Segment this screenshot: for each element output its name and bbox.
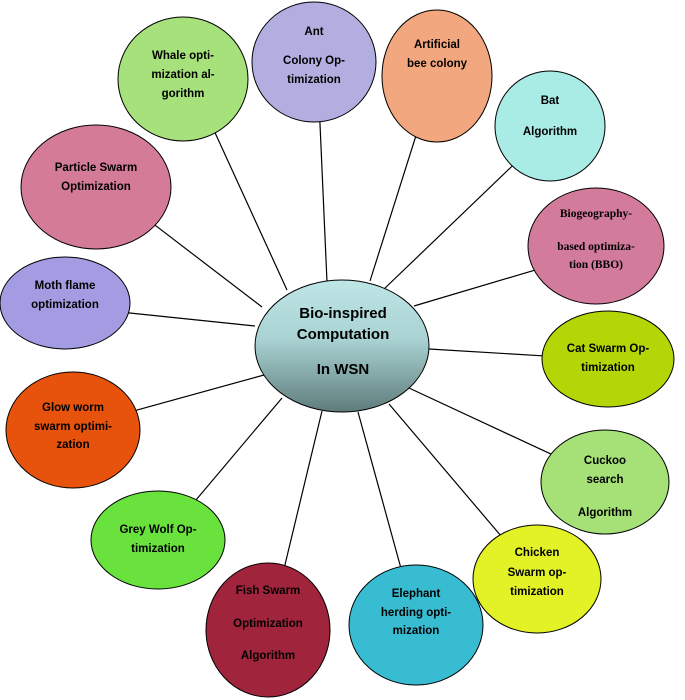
node-label-biogeography-2: based optimiza- (557, 241, 635, 253)
center-line-1: Bio-inspired (299, 305, 387, 322)
node-ellipse-cuckoo-search (540, 429, 670, 535)
center-node: Bio-inspired Computation In WSN (254, 279, 430, 413)
node-label-elephant-herding-1: Elephant (392, 588, 441, 600)
connector-cuckoo-search (408, 387, 552, 455)
center-line-3: In WSN (317, 361, 370, 378)
node-cat-swarm: Cat Swarm Op-timization (541, 310, 675, 408)
node-label-biogeography-1: Biogeography- (560, 208, 632, 220)
connector-glow-worm (135, 374, 265, 411)
node-label-cat-swarm-2: timization (581, 362, 635, 374)
node-glow-worm: Glow worm swarm optimi-zation (5, 371, 141, 489)
center-line-2: Computation (297, 326, 389, 343)
connector-moth-flame (128, 312, 256, 327)
connector-fish-swarm (284, 410, 323, 566)
connector-bat-algorithm (382, 165, 513, 291)
connector-chicken-swarm (388, 403, 501, 536)
node-ellipse-cat-swarm (541, 310, 675, 408)
node-artificial-bee-colony: Artificial bee colony (381, 9, 493, 143)
node-label-chicken-swarm-2: Swarm op- (508, 567, 567, 579)
connector-artificial-bee-colony (369, 136, 417, 282)
node-ellipse-chicken-swarm (472, 524, 602, 634)
node-ellipse-bat-algorithm (494, 70, 606, 182)
connector-whale-optimization (214, 132, 288, 291)
node-label-bat-algorithm-2: Algorithm (523, 126, 577, 138)
node-label-elephant-herding-3: mization (393, 625, 440, 637)
node-ellipse-particle-swarm (20, 124, 172, 250)
connector-ant-colony (319, 121, 328, 283)
node-ellipse-elephant-herding (348, 564, 484, 686)
node-label-ant-colony-2: Colony Op- (283, 55, 345, 67)
node-label-cuckoo-search-1: Cuckoo (584, 455, 626, 467)
node-label-elephant-herding-2: herding opti- (381, 607, 451, 619)
node-label-artificial-bee-colony-2: bee colony (407, 58, 468, 70)
node-label-grey-wolf-2: timization (131, 543, 185, 555)
node-elephant-herding: Elephant herding opti-mization (348, 564, 484, 686)
node-label-whale-optimization-2: mization al- (151, 69, 214, 81)
connector-grey-wolf (195, 397, 283, 501)
node-ellipse-grey-wolf (90, 490, 226, 590)
node-label-fish-swarm-1: Fish Swarm (236, 585, 301, 597)
node-label-moth-flame-2: optimization (31, 299, 99, 311)
node-label-glow-worm-2: swarm optimi- (34, 421, 112, 433)
node-label-whale-optimization-3: gorithm (162, 88, 205, 100)
node-label-ant-colony-1: Ant (304, 26, 323, 38)
node-ellipse-whale-optimization (117, 16, 249, 142)
node-label-cuckoo-search-2: search (586, 474, 623, 486)
connector-particle-swarm (154, 224, 263, 308)
connector-elephant-herding (357, 411, 402, 567)
node-ellipse-biogeography (527, 187, 665, 305)
connector-cat-swarm (428, 348, 543, 357)
node-label-whale-optimization-1: Whale opti- (152, 50, 214, 62)
center-ellipse (254, 279, 430, 413)
node-label-moth-flame-1: Moth flame (35, 280, 96, 292)
node-label-particle-swarm-2: Optimization (61, 181, 131, 193)
node-ellipse-moth-flame (0, 256, 131, 350)
node-label-particle-swarm-1: Particle Swarm (55, 162, 137, 174)
node-label-biogeography-3: tion (BBO) (569, 259, 623, 271)
node-ellipse-fish-swarm (205, 562, 331, 698)
connector-lines (128, 121, 552, 567)
node-whale-optimization: Whale opti-mization al-gorithm (117, 16, 249, 142)
node-biogeography: Biogeography-based optimiza-tion (BBO) (527, 187, 665, 305)
node-grey-wolf: Grey Wolf Op-timization (90, 490, 226, 590)
node-ellipse-glow-worm (5, 371, 141, 489)
node-label-bat-algorithm-1: Bat (541, 95, 560, 107)
connector-biogeography (413, 269, 535, 307)
node-label-artificial-bee-colony-1: Artificial (414, 39, 460, 51)
node-label-grey-wolf-1: Grey Wolf Op- (119, 524, 196, 536)
node-label-chicken-swarm-1: Chicken (515, 547, 560, 559)
node-label-cuckoo-search-3: Algorithm (578, 507, 632, 519)
node-label-ant-colony-3: timization (287, 74, 341, 86)
node-label-fish-swarm-2: Optimization (233, 618, 303, 630)
node-label-chicken-swarm-3: timization (510, 586, 564, 598)
node-label-glow-worm-1: Glow worm (42, 402, 104, 414)
node-label-fish-swarm-3: Algorithm (241, 650, 295, 662)
node-moth-flame: Moth flame optimization (0, 256, 131, 350)
node-label-cat-swarm-1: Cat Swarm Op- (567, 343, 650, 355)
node-ellipse-artificial-bee-colony (381, 9, 493, 143)
node-ellipse-ant-colony (251, 1, 377, 123)
node-label-glow-worm-3: zation (56, 439, 89, 451)
